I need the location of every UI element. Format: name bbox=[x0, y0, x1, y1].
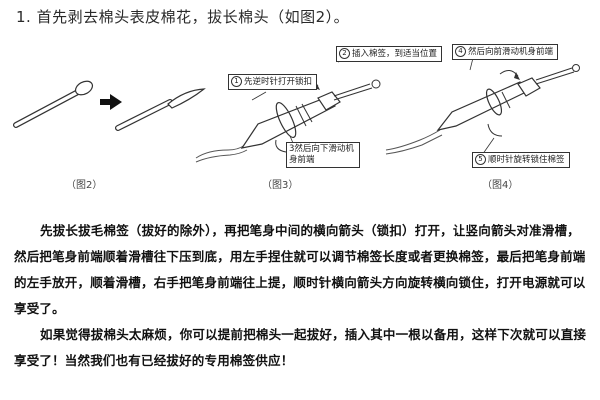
callout-text: 然后向前滑动机身前端 bbox=[468, 47, 554, 57]
swab-after-drawing bbox=[115, 88, 206, 131]
step-number-badge: 4 bbox=[455, 46, 466, 57]
step-number-badge: 3 bbox=[289, 144, 295, 154]
transition-arrow-icon bbox=[100, 94, 122, 110]
callout-text: 插入棉签，到适当位置 bbox=[352, 49, 438, 59]
device-closed-drawing bbox=[385, 64, 580, 155]
figure-2-label: （图2） bbox=[66, 180, 103, 191]
callout-text: 顺时针旋转锁住棉签 bbox=[488, 155, 565, 165]
callout-text: 然后向下滑动机身前端 bbox=[289, 144, 354, 165]
leader-line bbox=[251, 91, 267, 101]
step-number-badge: 1 bbox=[231, 76, 242, 87]
instruction-illustrations bbox=[13, 53, 580, 163]
callout-text: 先逆时针打开锁扣 bbox=[244, 77, 313, 87]
figure-4-label: （图4） bbox=[482, 180, 519, 191]
step-heading: 1. 首先剥去棉头表皮棉花，拔长棉头（如图2）。 bbox=[16, 8, 350, 26]
callout-step-3: 3然后向下滑动机身前端 bbox=[286, 142, 360, 168]
figure-3-label: （图3） bbox=[262, 180, 299, 191]
tip-paragraph: 如果觉得拔棉头太麻烦，你可以提前把棉头一起拔好，插入其中一根以备用，这样下次就可… bbox=[14, 327, 587, 368]
instruction-paragraph: 先拔长拔毛棉签（拔好的除外），再把笔身中间的横向箭头（锁扣）打开，让竖向箭头对准… bbox=[14, 223, 586, 316]
step-number-badge: 5 bbox=[475, 154, 486, 165]
swab-before-drawing bbox=[13, 80, 94, 128]
step-number-badge: 2 bbox=[339, 48, 350, 59]
